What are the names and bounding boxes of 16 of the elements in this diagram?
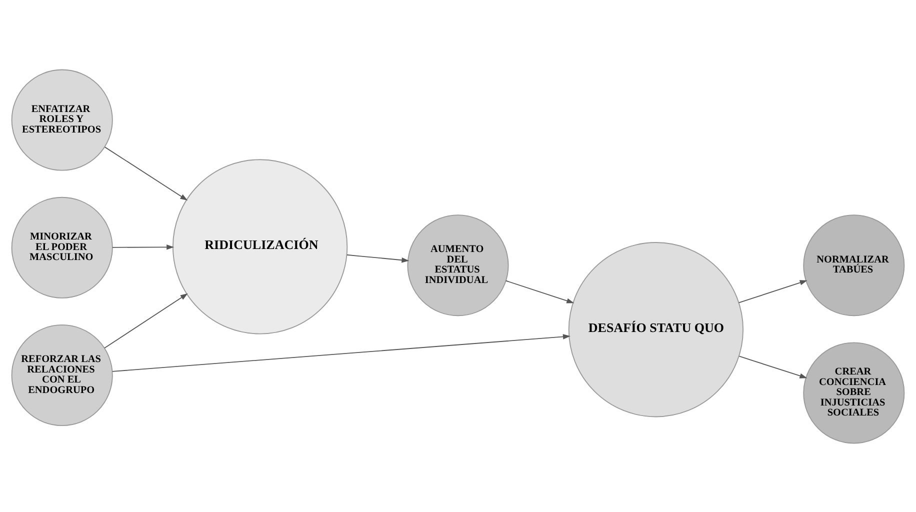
node-circle: CREAR CONCIENCIA SOBRE INJUSTICIAS SOCIALES [803,342,905,444]
node-circle: RIDICULIZACIÓN [172,158,348,334]
node-circle: ENFATIZAR ROLES Y ESTEREOTIPOS [11,68,113,170]
arrow [112,244,174,250]
node-circle: AUMENTO DEL ESTATUS INDIVIDUAL [407,214,509,316]
node-circle: REFORZAR LAS RELACIONES CON EL ENDOGRUPO [11,324,113,426]
arrow [104,146,188,200]
arrow [346,254,410,262]
arrow [738,280,808,303]
node-circle: NORMALIZAR TABÚES [803,214,905,316]
node-circle: MINORIZAR EL PODER MASCULINO [11,196,113,298]
node-circle: DESAFÍO STATU QUO [568,242,744,417]
arrow [112,334,570,372]
arrow [738,355,808,378]
arrow [505,280,574,303]
arrow [104,292,188,348]
